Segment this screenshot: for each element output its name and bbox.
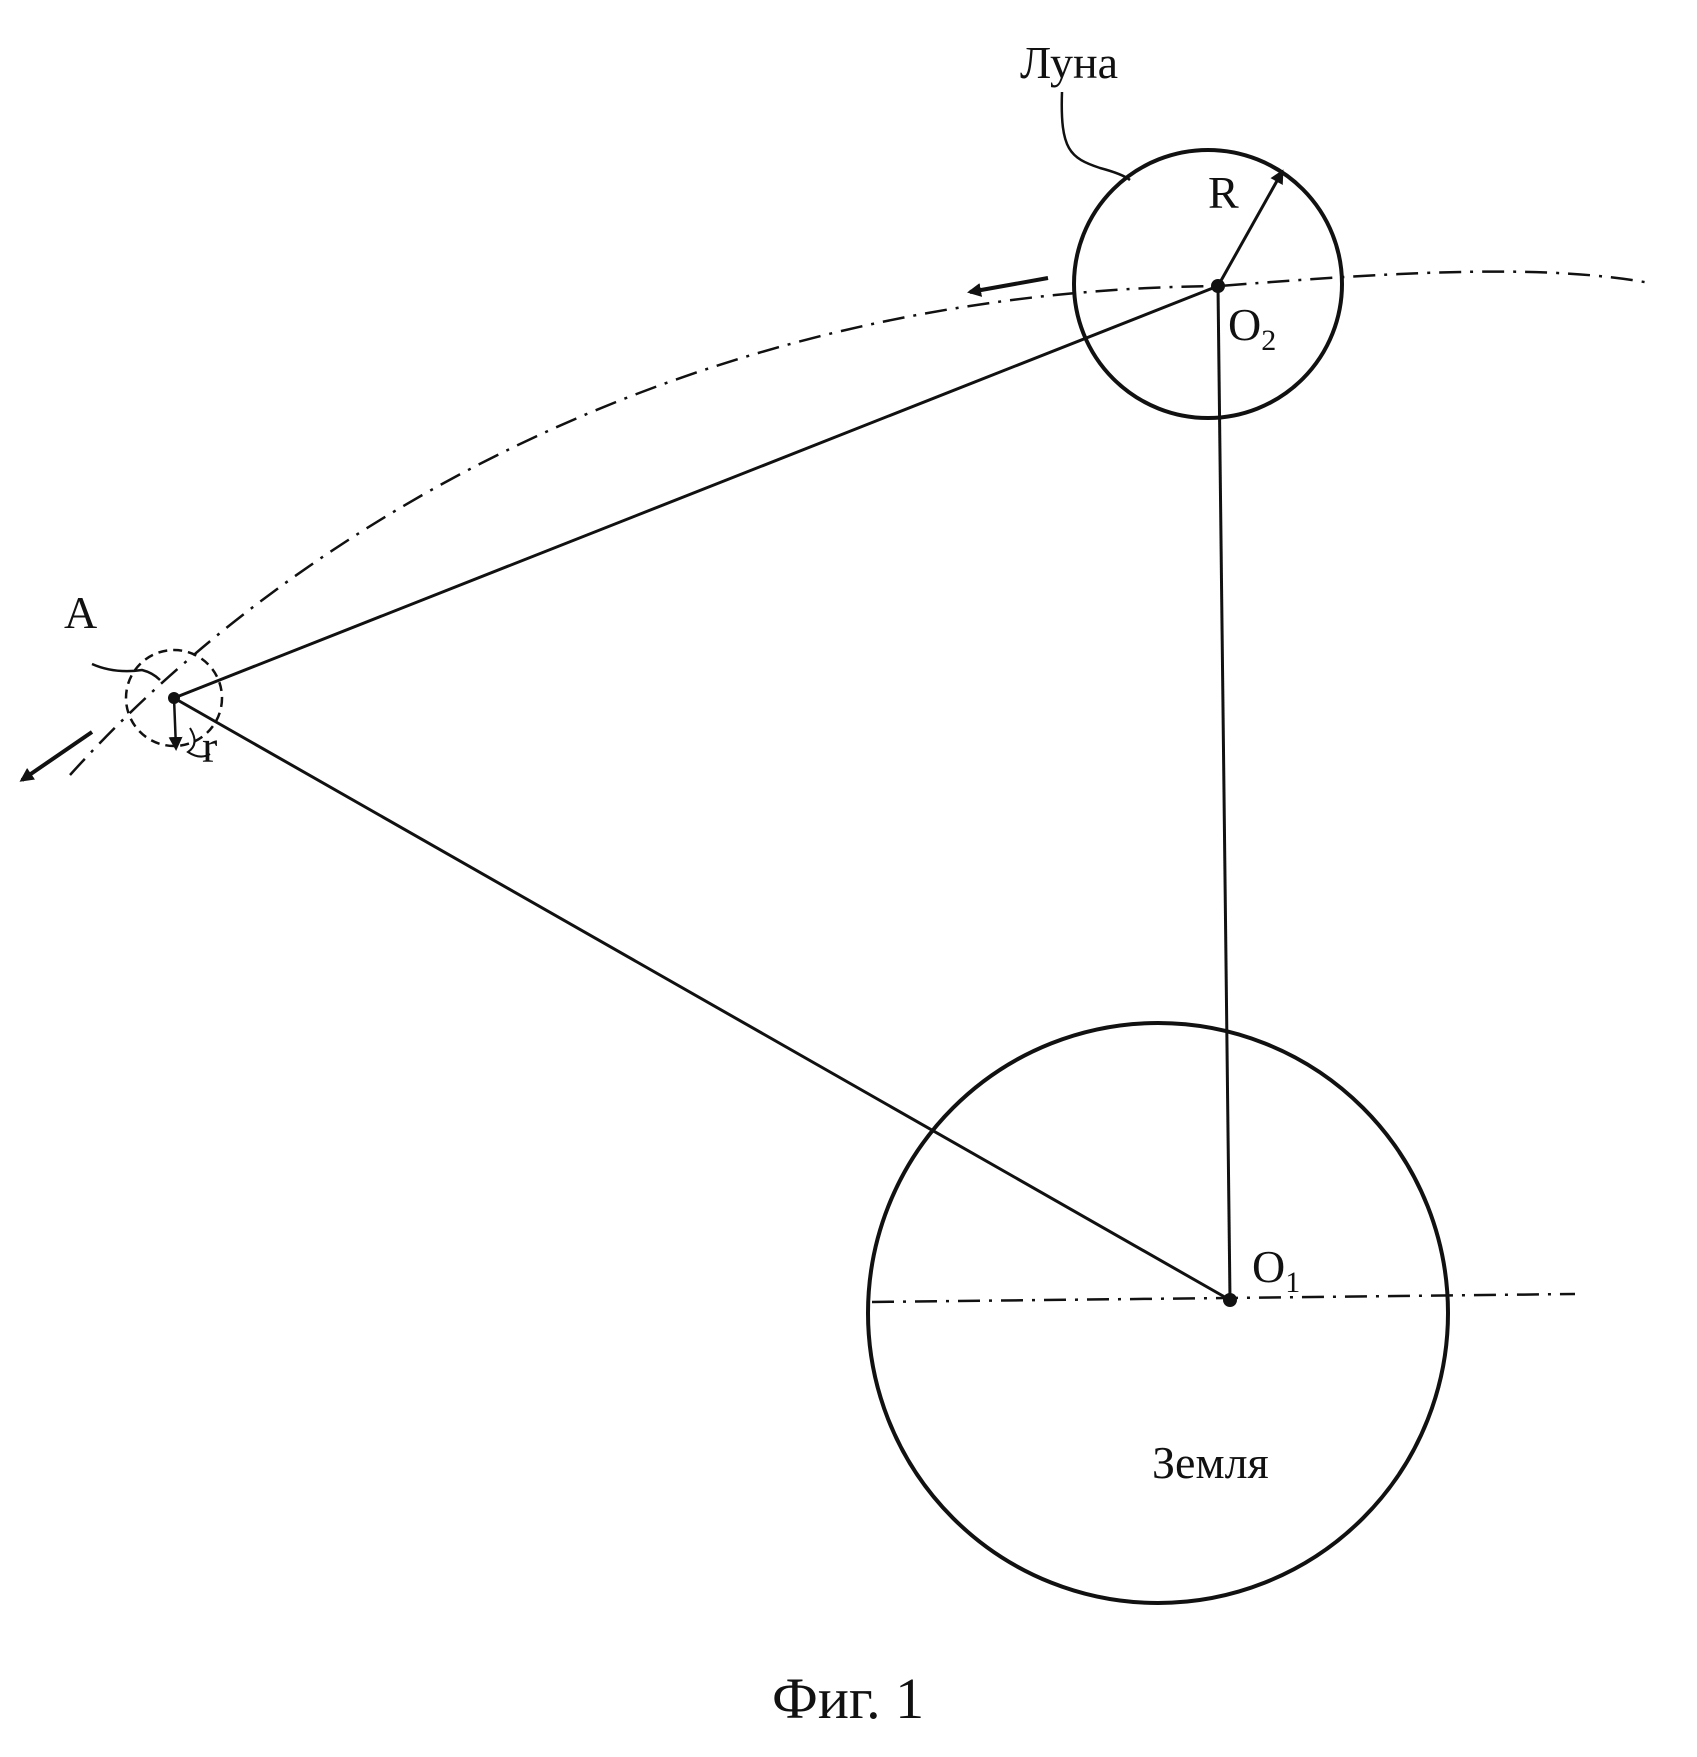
o1-main: O <box>1252 1241 1285 1292</box>
radius-small-label: r <box>202 721 217 772</box>
o2-point <box>1211 279 1225 293</box>
earth-label: Земля <box>1152 1437 1269 1488</box>
o1-point <box>1223 1293 1237 1307</box>
point-a-motion-arrow <box>22 732 92 780</box>
radius-r-small-arrow <box>174 698 176 748</box>
o2-sub: 2 <box>1261 324 1276 357</box>
moon-leader-line <box>1062 92 1130 180</box>
point-a-leader-line <box>92 664 160 680</box>
point-a-dot <box>168 692 180 704</box>
o2-main: O <box>1228 299 1261 350</box>
moon-motion-arrow <box>970 278 1048 292</box>
point-a-label: A <box>64 587 97 638</box>
o1-label: O1 <box>1252 1241 1300 1299</box>
line-a-o2 <box>174 286 1218 698</box>
radius-big-label: R <box>1208 167 1239 218</box>
line-a-o1 <box>174 698 1230 1300</box>
o1-sub: 1 <box>1285 1266 1300 1299</box>
moon-orbit-path <box>70 272 1650 775</box>
moon-label: Луна <box>1020 37 1118 88</box>
o2-label: O2 <box>1228 299 1276 357</box>
line-o2-o1 <box>1218 286 1230 1300</box>
figure-caption: Фиг. 1 <box>772 1666 924 1731</box>
earth-circle <box>868 1023 1448 1603</box>
